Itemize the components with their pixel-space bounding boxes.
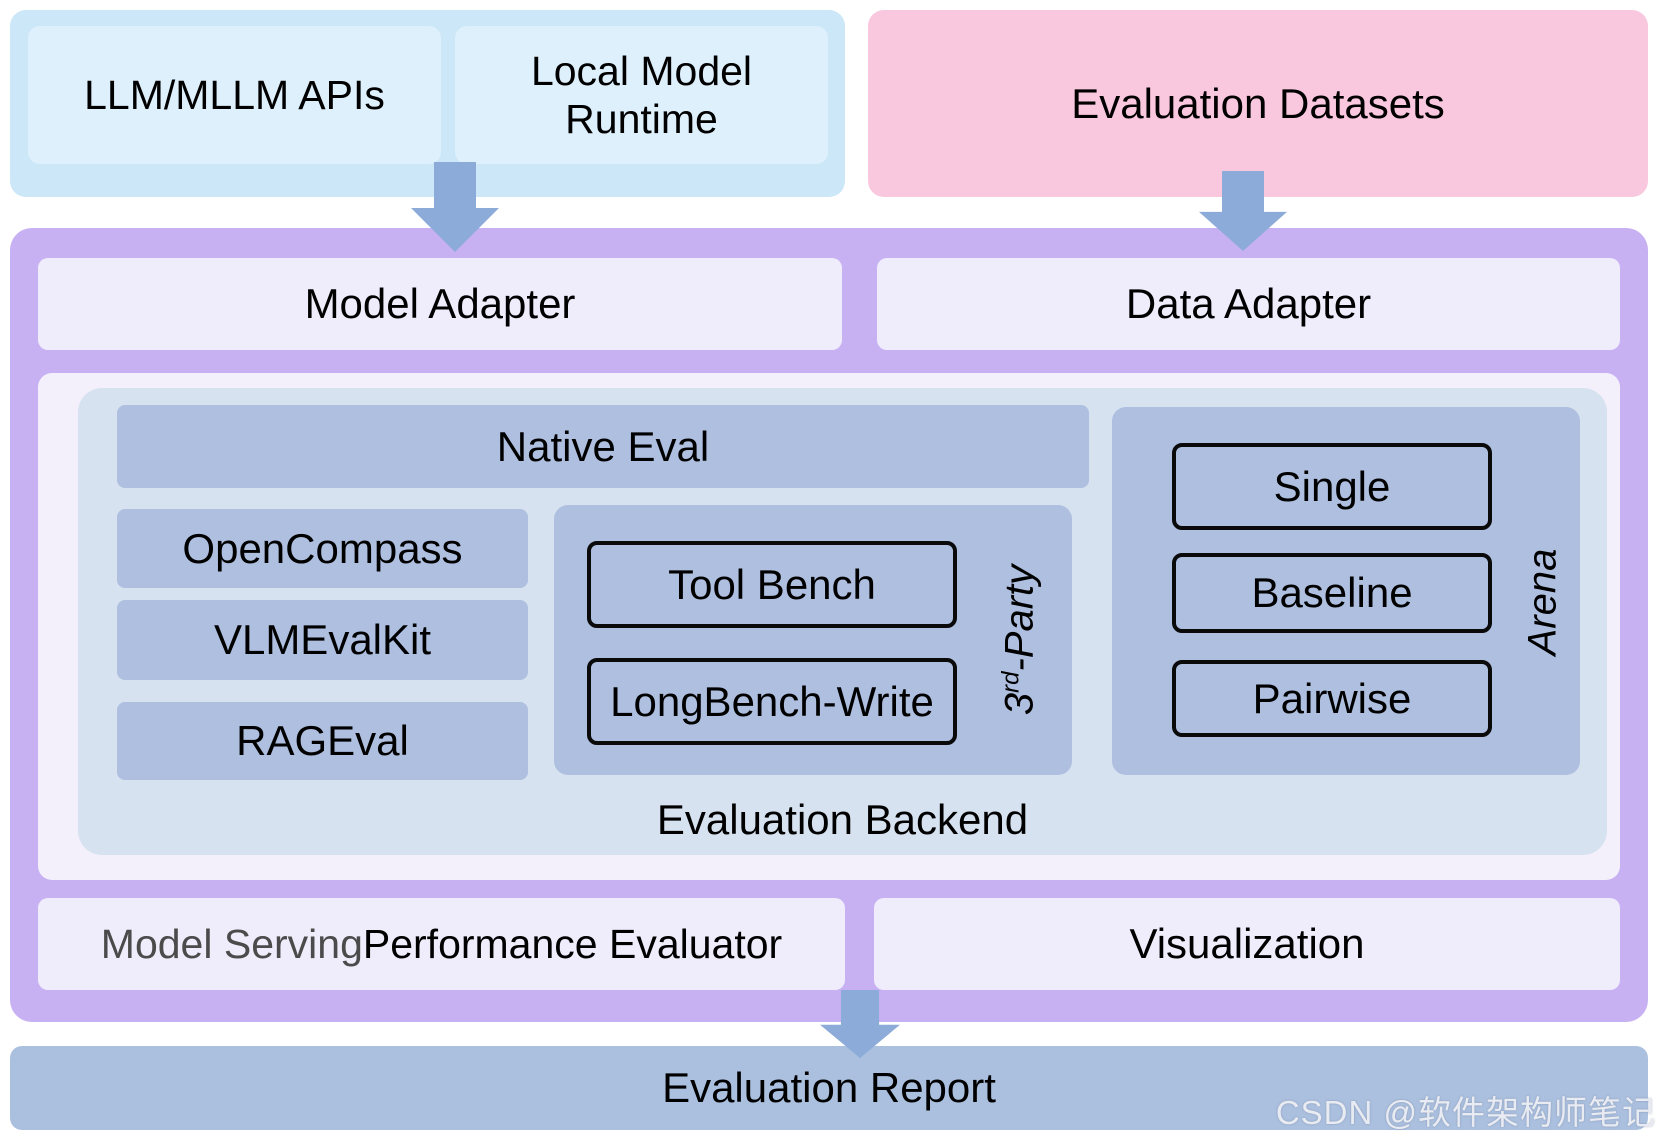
csdn-watermark: CSDN @软件架构师笔记 xyxy=(1275,1094,1656,1131)
baseline-box: Baseline xyxy=(1172,553,1492,633)
visualization-box: Visualization xyxy=(874,898,1620,990)
arena-panel: Single Baseline Pairwise Arena xyxy=(1112,407,1580,775)
longbench-write-label: LongBench-Write xyxy=(610,677,934,725)
native-eval-label: Native Eval xyxy=(496,422,710,470)
vlmevalkit-label: VLMEvalKit xyxy=(213,616,432,663)
visualization-label: Visualization xyxy=(1129,920,1365,967)
evaluation-datasets-label: Evaluation Datasets xyxy=(1071,79,1445,127)
opencompass-box: OpenCompass xyxy=(117,509,528,588)
down-arrow-icon xyxy=(820,990,900,1058)
local-model-runtime-box: Local Model Runtime xyxy=(455,26,828,164)
local-model-runtime-label: Local Model Runtime xyxy=(530,47,753,142)
third-party-panel: Tool Bench LongBench-Write 3rd-Party xyxy=(554,505,1072,775)
third-party-rotated-label: 3rd-Party xyxy=(997,564,1042,716)
data-adapter-label: Data Adapter xyxy=(1125,280,1372,327)
down-arrow-icon xyxy=(411,162,499,252)
model-serving-label: Model Serving xyxy=(100,920,363,967)
single-box: Single xyxy=(1172,443,1492,530)
data-adapter-box: Data Adapter xyxy=(877,258,1620,350)
rageval-box: RAGEval xyxy=(117,702,528,780)
performance-evaluator-label: Performance Evaluator xyxy=(362,920,783,967)
single-label: Single xyxy=(1273,462,1391,510)
evaluation-datasets-box: Evaluation Datasets xyxy=(868,10,1648,197)
tool-bench-label: Tool Bench xyxy=(668,560,876,608)
arena-rotated-label: Arena xyxy=(1520,548,1565,656)
model-serving-evaluator-box: Model Serving Performance Evaluator xyxy=(38,898,845,990)
baseline-label: Baseline xyxy=(1251,569,1413,616)
tool-bench-box: Tool Bench xyxy=(587,541,957,628)
longbench-write-box: LongBench-Write xyxy=(587,658,957,745)
model-adapter-label: Model Adapter xyxy=(304,280,576,327)
model-adapter-box: Model Adapter xyxy=(38,258,842,350)
pairwise-box: Pairwise xyxy=(1172,660,1492,737)
native-eval-bar: Native Eval xyxy=(117,405,1089,488)
pairwise-label: Pairwise xyxy=(1252,674,1412,722)
evaluation-report-label: Evaluation Report xyxy=(662,1064,996,1111)
down-arrow-icon xyxy=(1199,171,1287,251)
llm-apis-label: LLM/MLLM APIs xyxy=(84,71,385,118)
vlmevalkit-box: VLMEvalKit xyxy=(117,600,528,680)
evaluation-report-bar: Evaluation Report xyxy=(10,1046,1648,1130)
llm-apis-box: LLM/MLLM APIs xyxy=(28,26,441,164)
opencompass-label: OpenCompass xyxy=(182,524,463,572)
rageval-label: RAGEval xyxy=(236,717,409,764)
evaluation-backend-caption: Evaluation Backend xyxy=(656,796,1029,843)
